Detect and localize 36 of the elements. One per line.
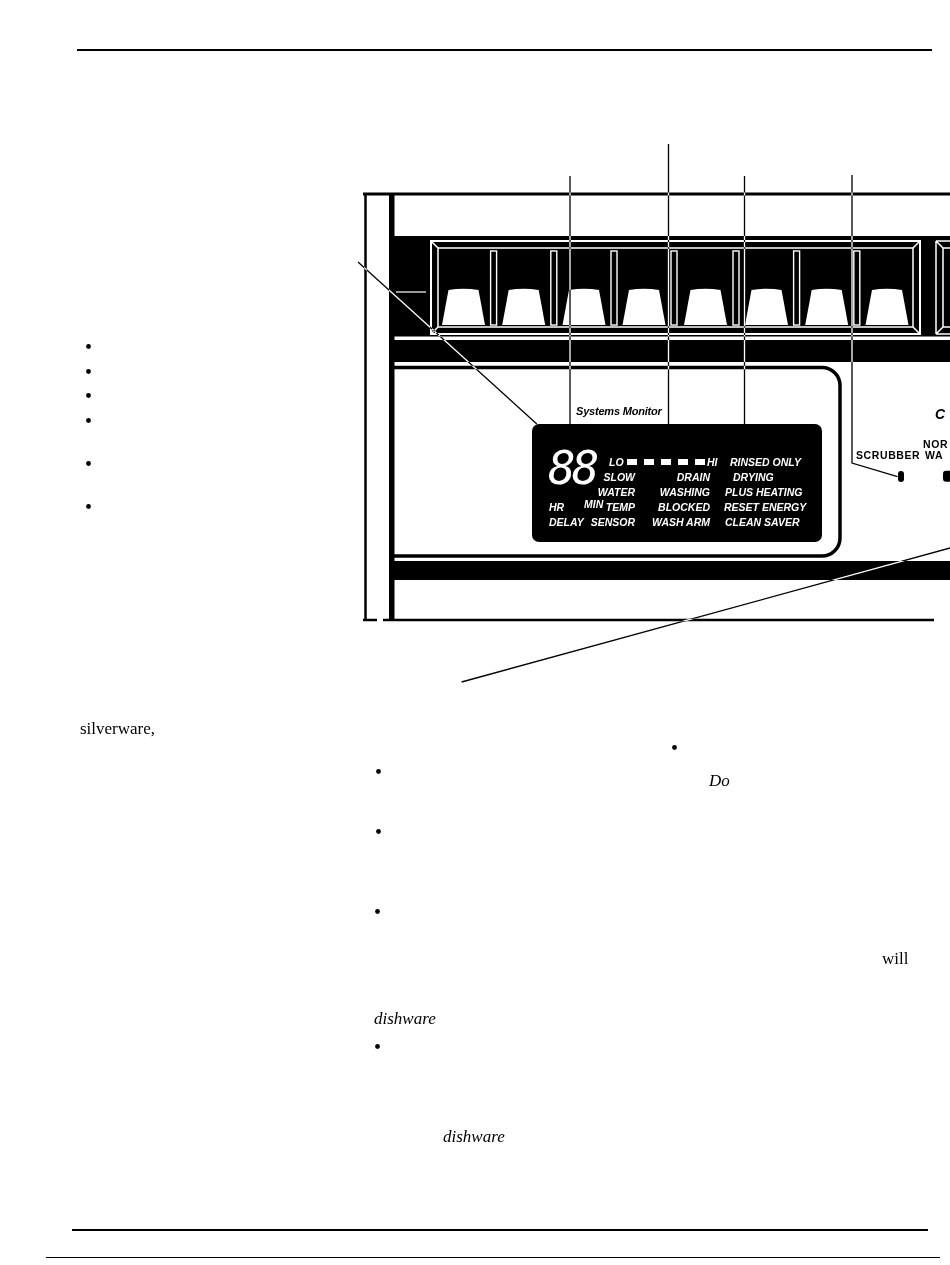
panel-heading: C [935,406,946,422]
unit-label: HR [549,501,565,513]
indicator-light [897,470,904,482]
indicator-label: DRYING [733,471,774,483]
button-label: NOR [923,439,949,450]
indicator-label: WASH ARM [652,516,710,528]
leader-line [743,175,746,425]
leader-line [357,261,538,425]
indicator-label: WASHING [659,486,710,498]
indicator-label: BLOCKED [658,501,710,513]
display-screen [532,424,822,542]
indicator-label: DELAY [549,516,584,528]
indicator-label: SENSOR [590,516,635,528]
indicator-label: HI [707,456,718,468]
indicator-label: RINSED ONLY [730,456,801,468]
body-text: dishware [443,1127,505,1148]
button-label: SCRUBBER [856,450,921,461]
unit-label: MIN [584,498,604,510]
indicator-label: SLOW [603,471,635,483]
indicator-label: PLUS HEATING [725,486,803,498]
body-text: silverware, [80,718,156,739]
indicator-label: LO [609,456,624,468]
body-text: will [882,949,909,970]
leader-line [667,143,670,425]
body-text: Do [709,771,730,792]
leader-line [569,175,571,425]
indicator-label: CLEAN SAVER [725,516,800,528]
indicator-label: WATER [597,486,635,498]
body-text: dishware [374,1009,436,1030]
indicator-label: DRAIN [676,471,710,483]
digit-readout: 88 [548,450,596,486]
button-label: WA [925,450,944,461]
panel-heading: Systems Monitor [576,405,662,418]
indicator-label: TEMP [605,501,635,513]
indicator-label: RESET ENERGY [724,501,807,513]
leader-line [851,174,899,478]
